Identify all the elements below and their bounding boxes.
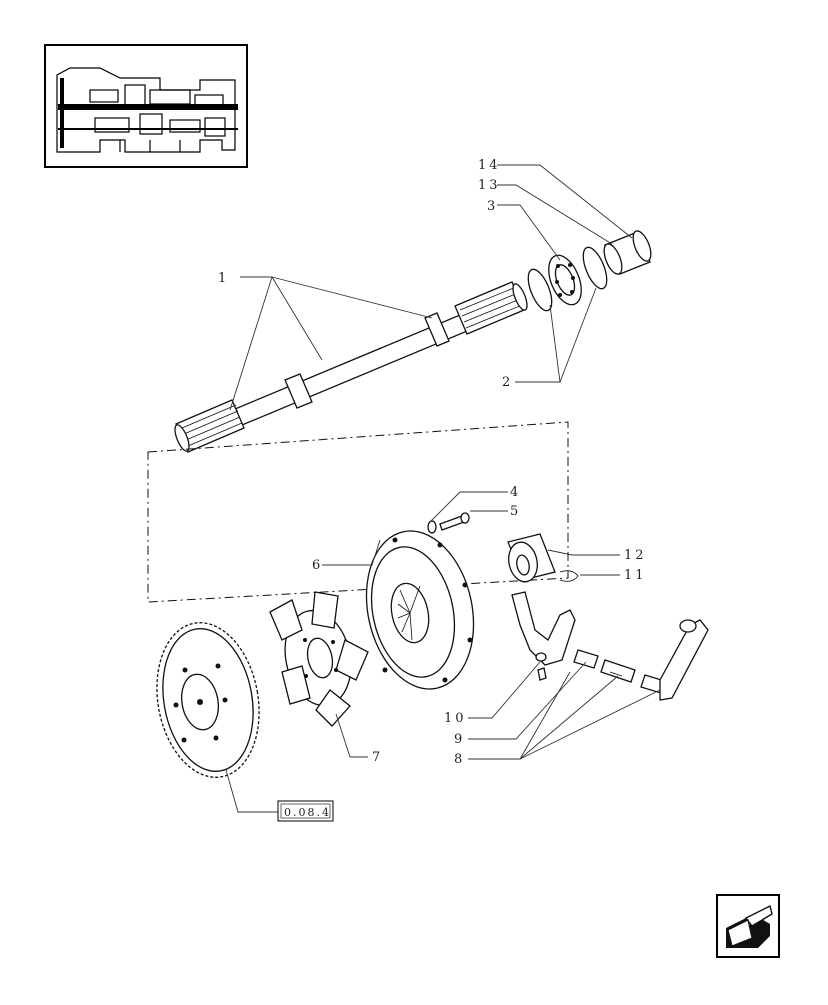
bearing-assembly[interactable] xyxy=(523,229,654,314)
callout-2: 2 xyxy=(502,375,513,390)
callout-4: 4 xyxy=(510,485,521,500)
callout-1: 1 xyxy=(218,271,229,286)
callout-3: 3 xyxy=(487,199,498,214)
callout-11: 11 xyxy=(624,568,647,583)
arrow-back-icon xyxy=(726,904,773,948)
callout-8: 8 xyxy=(454,752,465,767)
bolt-washer[interactable] xyxy=(427,512,470,534)
clutch-cover[interactable] xyxy=(353,521,488,699)
callout-14: 14 xyxy=(478,158,501,173)
callout-10: 10 xyxy=(444,711,467,726)
callout-6: 6 xyxy=(312,558,323,573)
callout-7: 7 xyxy=(372,750,383,765)
flywheel[interactable] xyxy=(145,615,271,786)
callout-labels: 1 2 3 4 5 6 7 8 9 10 11 12 13 14 xyxy=(218,158,647,767)
back-nav-button[interactable] xyxy=(716,894,780,958)
leader-lines xyxy=(225,164,661,813)
callout-12: 12 xyxy=(624,548,647,563)
clutch-disc[interactable] xyxy=(269,591,369,727)
locator-thumbnail[interactable] xyxy=(44,44,248,168)
reference-box[interactable]: 0.08.4 xyxy=(277,800,334,822)
reference-label: 0.08.4 xyxy=(284,806,331,819)
callout-9: 9 xyxy=(454,732,465,747)
assembly-boundary xyxy=(147,421,569,603)
callout-13: 13 xyxy=(478,178,501,193)
callout-5: 5 xyxy=(510,504,521,519)
release-bearing[interactable] xyxy=(505,533,579,584)
main-shaft[interactable] xyxy=(172,281,530,453)
release-fork[interactable] xyxy=(511,591,709,701)
